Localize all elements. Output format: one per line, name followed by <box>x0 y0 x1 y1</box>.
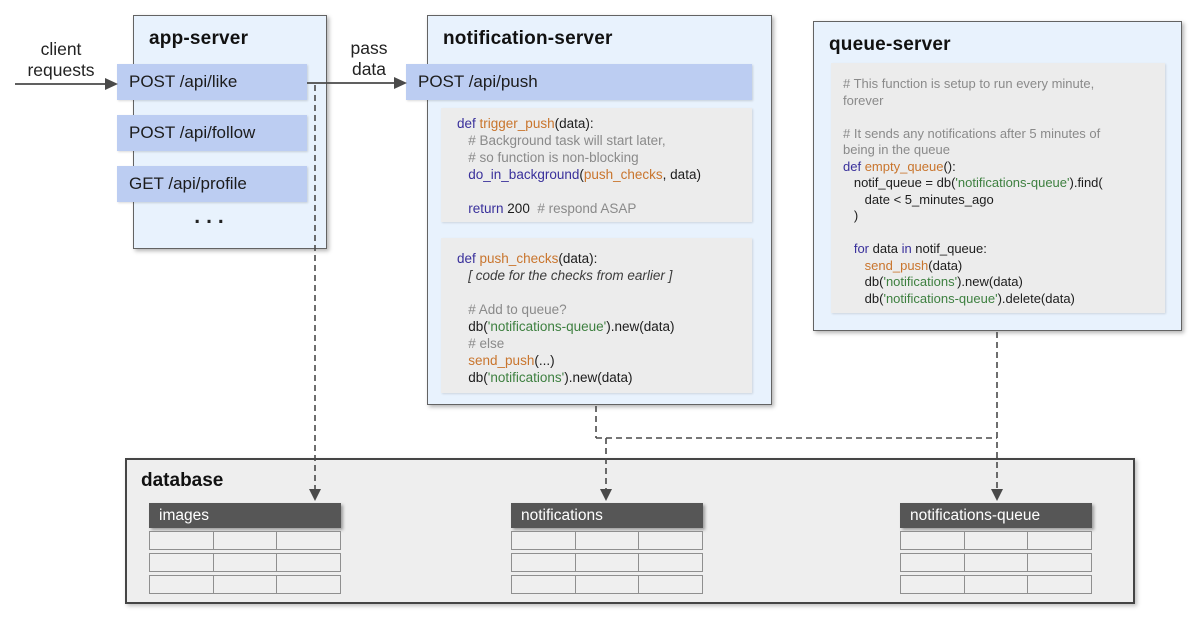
endpoint-post-api-follow: POST /api/follow <box>117 115 307 151</box>
label-line: pass <box>350 38 388 58</box>
db-cell <box>511 531 576 550</box>
code-line: # so function is non-blocking <box>457 150 639 165</box>
code-line: for data in notif_queue: <box>843 241 987 256</box>
code-line: [ code for the checks from earlier ] <box>457 268 673 283</box>
notification-server-title: notification-server <box>443 28 613 49</box>
code-line: # Add to queue? <box>457 302 567 317</box>
code-line: # else <box>457 336 505 351</box>
code-line: send_push(...) <box>457 353 555 368</box>
code-line <box>843 225 1159 242</box>
db-table-row <box>511 553 704 572</box>
pass-data-label: pass data <box>336 38 402 80</box>
db-table-row <box>900 553 1093 572</box>
db-cell <box>1027 575 1093 594</box>
db-cell <box>511 575 576 594</box>
label-line: data <box>351 59 387 79</box>
endpoint-post-api-like: POST /api/like <box>117 64 307 100</box>
db-cell <box>638 553 704 572</box>
code-line: db('notifications-queue').delete(data) <box>843 290 1075 306</box>
code-line: forever <box>843 92 884 108</box>
push-checks-code-block: def push_checks(data): [ code for the ch… <box>441 238 752 393</box>
db-cell <box>900 575 965 594</box>
db-cell <box>963 531 1029 550</box>
code-line: do_in_background(push_checks, data) <box>457 167 701 182</box>
code-line <box>457 183 746 200</box>
code-line: def push_checks(data): <box>457 251 598 266</box>
db-cell <box>511 553 576 572</box>
db-table-row <box>900 575 1093 594</box>
code-line: def empty_queue(): <box>843 158 956 174</box>
code-line: send_push(data) <box>843 257 963 273</box>
code-line: db('notifications-queue').new(data) <box>457 319 675 334</box>
db-table-row <box>149 531 342 550</box>
db-table-notifications-queue: notifications-queue <box>900 503 1093 594</box>
db-table-row <box>149 553 342 572</box>
db-cell <box>212 575 278 594</box>
code-line: notif_queue = db('notifications-queue').… <box>843 175 1103 190</box>
db-cell <box>212 553 278 572</box>
db-cell <box>1027 553 1093 572</box>
db-cell <box>276 553 342 572</box>
code-line: # Background task will start later, <box>457 133 666 148</box>
code-line: db('notifications').new(data) <box>843 274 1023 289</box>
database-title: database <box>141 470 224 491</box>
db-cell <box>276 575 342 594</box>
db-cell <box>638 531 704 550</box>
empty-queue-code-block: # This function is setup to run every mi… <box>831 63 1165 313</box>
client-requests-label: client requests <box>8 39 114 81</box>
more-endpoints-ellipsis: ... <box>194 205 230 228</box>
db-cell <box>149 553 214 572</box>
code-line <box>843 109 1159 126</box>
db-cell <box>149 575 214 594</box>
app-server-title: app-server <box>149 28 249 49</box>
endpoint-get-api-profile: GET /api/profile <box>117 166 307 202</box>
db-table-row <box>900 531 1093 550</box>
code-line: # It sends any notifications after 5 min… <box>843 125 1101 141</box>
code-line: db('notifications').new(data) <box>457 370 633 385</box>
db-table-name: notifications-queue <box>900 503 1092 528</box>
code-line: return 200 # respond ASAP <box>457 201 637 216</box>
db-cell <box>574 553 640 572</box>
code-line: date < 5_minutes_ago <box>843 191 994 207</box>
db-cell <box>963 553 1029 572</box>
db-table-name: images <box>149 503 341 528</box>
db-cell <box>276 531 342 550</box>
endpoint-post-api-push: POST /api/push <box>406 64 752 100</box>
code-line: # This function is setup to run every mi… <box>843 76 1095 91</box>
db-cell <box>900 553 965 572</box>
db-cell <box>574 531 640 550</box>
db-table-images: images <box>149 503 342 594</box>
db-table-row <box>149 575 342 594</box>
db-table-name: notifications <box>511 503 703 528</box>
db-table-row <box>511 531 704 550</box>
db-cell <box>900 531 965 550</box>
db-table-row <box>511 575 704 594</box>
code-line <box>457 284 746 301</box>
db-cell <box>1027 531 1093 550</box>
db-cell <box>638 575 704 594</box>
code-line: being in the queue <box>843 142 950 157</box>
db-table-notifications: notifications <box>511 503 704 594</box>
db-cell <box>149 531 214 550</box>
code-line: def trigger_push(data): <box>457 116 594 131</box>
db-cell <box>574 575 640 594</box>
code-line: ) <box>843 208 859 223</box>
label-line: requests <box>27 60 95 80</box>
trigger-push-code-block: def trigger_push(data): # Background tas… <box>441 108 752 222</box>
label-line: client <box>40 39 82 59</box>
db-cell <box>212 531 278 550</box>
queue-server-title: queue-server <box>829 34 951 55</box>
db-cell <box>963 575 1029 594</box>
